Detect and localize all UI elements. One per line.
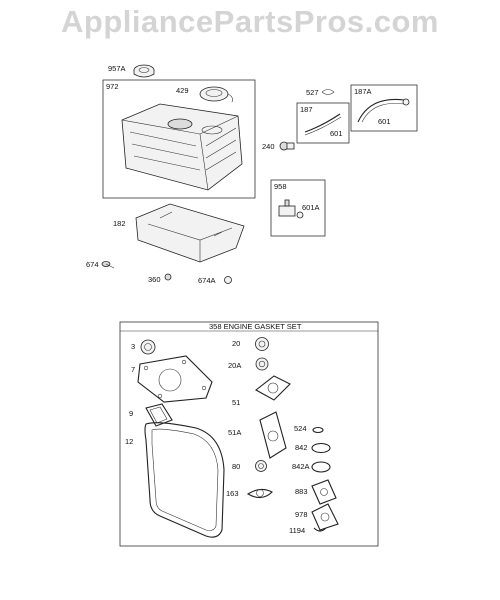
part-527-clip[interactable] <box>321 89 335 95</box>
part-fuel-tank[interactable] <box>121 103 243 191</box>
fuel-tank-group-box <box>102 79 256 199</box>
part-842A-gasket[interactable] <box>311 461 331 473</box>
label-601A: 601A <box>302 203 320 212</box>
label-524: 524 <box>294 424 307 433</box>
label-972: 972 <box>106 82 119 91</box>
part-842-gasket[interactable] <box>311 442 331 454</box>
label-1194: 1194 <box>289 526 305 535</box>
label-429: 429 <box>176 86 189 95</box>
part-80-seal[interactable] <box>255 460 267 472</box>
part-187-fuel-line[interactable] <box>304 113 342 136</box>
label-3: 3 <box>131 342 135 351</box>
part-20A-oil-seal[interactable] <box>255 357 269 371</box>
label-182: 182 <box>113 219 126 228</box>
part-524-o-ring[interactable] <box>312 426 324 434</box>
label-9: 9 <box>129 409 133 418</box>
part-163-exhaust-gasket[interactable] <box>246 488 273 499</box>
label-80: 80 <box>232 462 240 471</box>
label-601-a: 601 <box>330 129 343 138</box>
label-957A: 957A <box>108 64 126 73</box>
label-51A: 51A <box>228 428 241 437</box>
fuel-line-187A-box <box>350 84 418 132</box>
label-674A: 674A <box>198 276 216 285</box>
label-51: 51 <box>232 398 240 407</box>
part-3-oil-seal[interactable] <box>140 339 156 355</box>
label-7: 7 <box>131 365 135 374</box>
part-12-crankcase-gasket[interactable] <box>144 422 225 538</box>
part-674-screw[interactable] <box>101 261 115 269</box>
part-674A-screw[interactable] <box>224 276 232 284</box>
part-51-intake-gasket[interactable] <box>255 375 291 401</box>
gasket-set-box <box>119 321 379 547</box>
part-883-gasket[interactable] <box>311 479 337 505</box>
part-978-gasket[interactable] <box>311 503 339 531</box>
label-163: 163 <box>226 489 239 498</box>
part-240-fitting[interactable] <box>279 141 295 151</box>
label-958: 958 <box>274 182 287 191</box>
label-883: 883 <box>295 487 308 496</box>
label-240: 240 <box>262 142 275 151</box>
fuel-line-187-box <box>296 102 350 144</box>
gasket-set-title: 358 ENGINE GASKET SET <box>209 322 302 331</box>
shutoff-valve-958-box <box>270 179 326 237</box>
label-527: 527 <box>306 88 319 97</box>
label-360: 360 <box>148 275 161 284</box>
part-7-head-gasket[interactable] <box>137 355 213 403</box>
label-20: 20 <box>232 339 240 348</box>
part-429-filler[interactable] <box>199 86 233 103</box>
label-842: 842 <box>295 443 308 452</box>
label-12: 12 <box>125 437 133 446</box>
part-360-nut[interactable] <box>164 273 172 281</box>
label-187: 187 <box>300 105 313 114</box>
label-601-b: 601 <box>378 117 391 126</box>
part-51A-gasket[interactable] <box>259 411 287 459</box>
part-957A-fuel-cap[interactable] <box>133 64 155 78</box>
part-20-oil-seal[interactable] <box>255 337 269 351</box>
part-958-shutoff-valve[interactable] <box>278 199 304 219</box>
part-182-tank-bracket[interactable] <box>135 203 245 263</box>
label-842A: 842A <box>292 462 310 471</box>
watermark: AppliancePartsPros.com <box>61 4 439 39</box>
label-187A: 187A <box>354 87 372 96</box>
label-20A: 20A <box>228 361 241 370</box>
part-187A-fuel-line[interactable] <box>357 98 410 123</box>
label-674: 674 <box>86 260 99 269</box>
label-978: 978 <box>295 510 308 519</box>
part-1194-seal[interactable] <box>313 527 327 532</box>
part-9-gasket[interactable] <box>145 403 173 427</box>
